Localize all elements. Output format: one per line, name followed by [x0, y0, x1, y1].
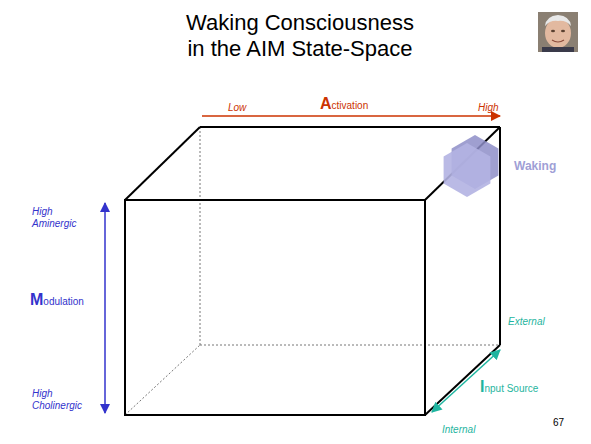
axis-end-label: High Aminergic — [32, 206, 90, 230]
slide-number: 67 — [553, 417, 564, 429]
axis-end-label: High — [478, 102, 499, 114]
waking-state-prism: Waking — [434, 132, 564, 204]
portrait-photo — [538, 12, 578, 52]
axis-end-label: High Cholinergic — [32, 388, 90, 412]
axis-name: Activation — [320, 94, 368, 113]
modulation-axis — [104, 203, 106, 413]
axis-end-label: Internal — [442, 424, 475, 436]
hidden-edges — [125, 127, 500, 415]
slide-title: Waking Consciousness in the AIM State-Sp… — [180, 10, 420, 63]
axis-end-label: External — [508, 316, 545, 328]
input-axis — [432, 350, 500, 412]
axis-name: Input Source — [480, 377, 538, 396]
state-label: Waking — [514, 159, 556, 173]
axis-end-label: Low — [228, 102, 246, 114]
axis-name: Modulation — [30, 290, 84, 309]
activation-axis — [202, 115, 500, 117]
visible-edges — [125, 127, 500, 415]
hexagon-prism — [434, 132, 504, 204]
